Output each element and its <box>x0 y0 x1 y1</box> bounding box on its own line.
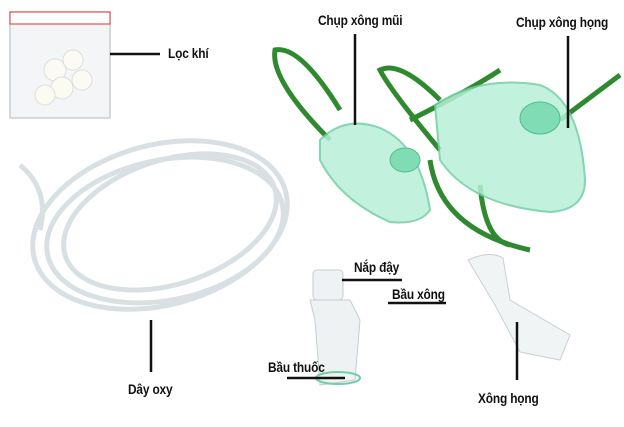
label-nose-mask: Chụp xông mũi <box>318 12 403 28</box>
oxygen-tube <box>18 138 290 312</box>
label-nebulizer-chamber: Bầu xông <box>392 286 445 302</box>
label-cap: Nắp đậy <box>354 259 400 275</box>
label-mouthpiece: Xông họng <box>478 390 539 406</box>
label-medicine-cup: Bầu thuốc <box>268 359 325 375</box>
nose-mask <box>319 122 432 224</box>
label-oxygen-tube: Dây oxy <box>128 381 173 397</box>
nebulizer-chamber <box>309 269 361 386</box>
label-throat-mask: Chụp xông họng <box>516 14 609 30</box>
throat-mask <box>433 81 587 214</box>
air-filter-bag <box>9 11 111 119</box>
leader-lines <box>110 34 570 380</box>
mouthpiece <box>467 254 571 361</box>
label-air-filter: Lọc khí <box>168 45 209 61</box>
